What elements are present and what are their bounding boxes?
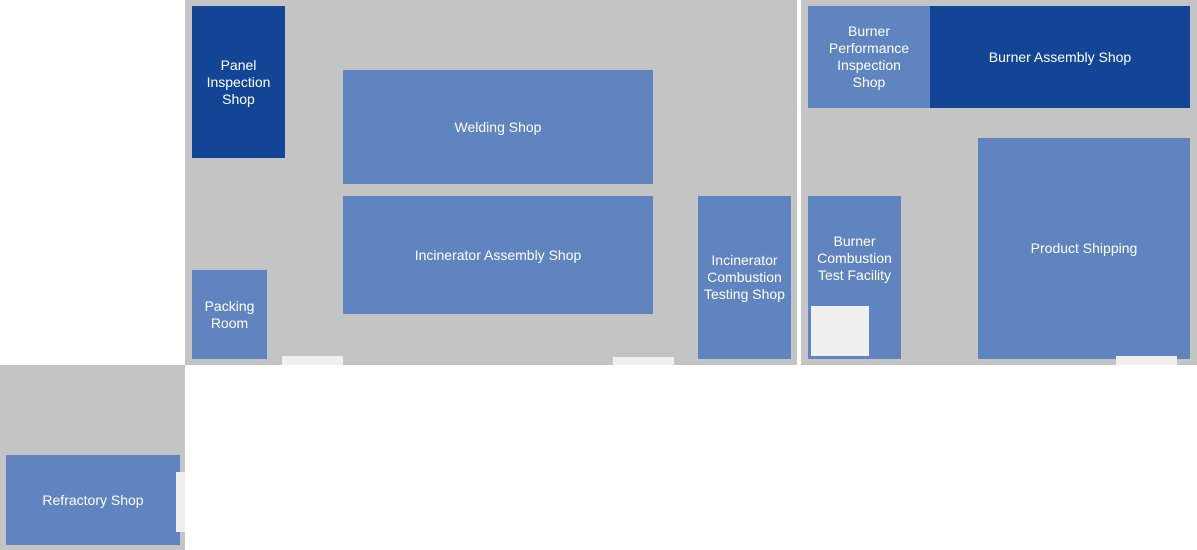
room-burner-performance-inspection-shop[interactable]: Burner Performance Inspection Shop [808, 6, 930, 108]
room-label: Welding Shop [454, 118, 542, 135]
room-burner-combustion-test-facility[interactable]: Burner Combustion Test Facility [808, 196, 901, 359]
room-label: Panel Inspection Shop [206, 56, 271, 107]
room-label: Incinerator Combustion Testing Shop [704, 252, 785, 302]
room-label: Product Shipping [1030, 240, 1138, 256]
door-opening-refractory [176, 472, 185, 532]
room-label: Packing Room [204, 297, 255, 331]
room-label: Burner Combustion Test Facility [817, 233, 892, 283]
door-opening-south-center [613, 357, 674, 365]
room-label: Refractory Shop [42, 491, 144, 508]
room-panel-inspection-shop[interactable]: Panel Inspection Shop [192, 6, 285, 158]
room-welding-shop[interactable]: Welding Shop [343, 70, 653, 184]
room-burner-assembly-shop[interactable]: Burner Assembly Shop [930, 6, 1190, 108]
room-refractory-shop[interactable]: Refractory Shop [6, 455, 180, 545]
room-label: Burner Performance Inspection Shop [828, 23, 910, 90]
room-packing-room[interactable]: Packing Room [192, 270, 267, 359]
room-incinerator-combustion-testing-shop[interactable]: Incinerator Combustion Testing Shop [698, 196, 791, 359]
room-label: Burner Assembly Shop [988, 48, 1132, 65]
building-divider-wall [797, 0, 801, 365]
room-label: Incinerator Assembly Shop [414, 246, 582, 263]
door-opening-shipping [1116, 356, 1177, 365]
door-opening-south-west [282, 356, 343, 365]
door-opening-test-facility [811, 306, 869, 356]
room-product-shipping[interactable]: Product Shipping [978, 138, 1190, 359]
room-incinerator-assembly-shop[interactable]: Incinerator Assembly Shop [343, 196, 653, 314]
